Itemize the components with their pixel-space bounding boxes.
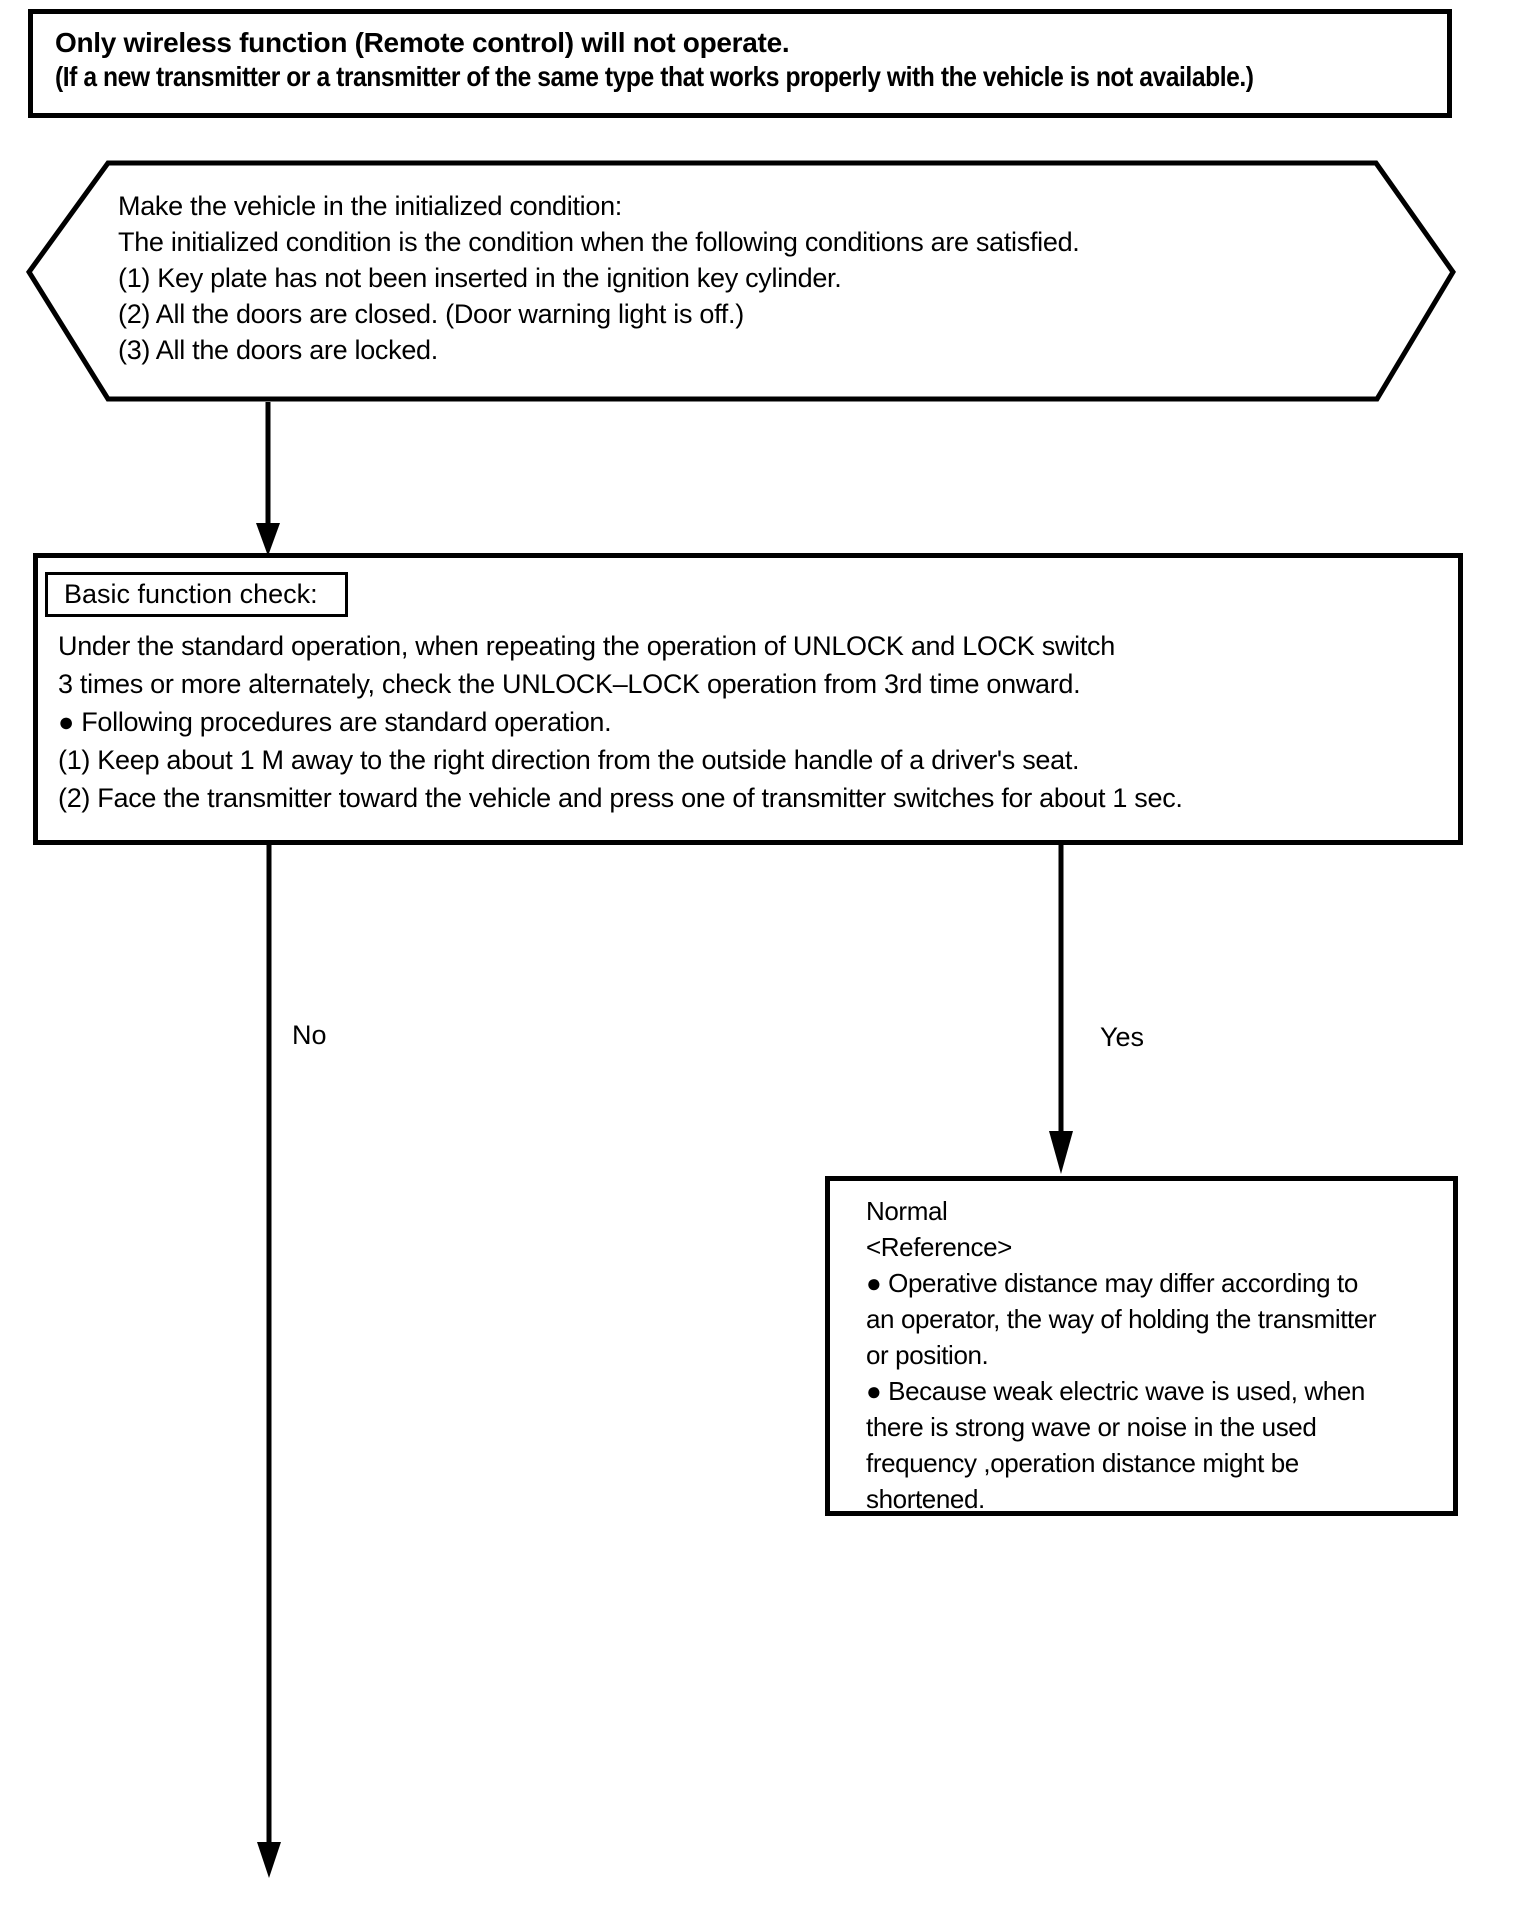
initial-condition-text: Make the vehicle in the initialized cond… [118,188,1080,368]
title-line-1: Only wireless function (Remote control) … [55,27,790,58]
initial-condition-line: The initialized condition is the conditi… [118,227,1080,257]
normal-result-line: shortened. [866,1484,985,1514]
flow-arrow-yes-branch-head [1049,1131,1073,1174]
normal-result-line: frequency ,operation distance might be [866,1448,1299,1478]
title-box: Only wireless function (Remote control) … [28,9,1452,118]
flow-arrow-no-branch-head [257,1842,281,1878]
basic-check-label: Basic function check: [64,579,318,609]
normal-result-text: Normal <Reference> ● Operative distance … [830,1181,1453,1517]
basic-check-line: Under the standard operation, when repea… [58,631,1115,661]
normal-result-line: there is strong wave or noise in the use… [866,1412,1317,1442]
title-line-2: (If a new transmitter or a transmitter o… [55,61,1254,92]
normal-result-line: <Reference> [866,1232,1012,1262]
normal-result-box: Normal <Reference> ● Operative distance … [825,1176,1458,1516]
initial-condition-line: (2) All the doors are closed. (Door warn… [118,299,744,329]
title-box-text: Only wireless function (Remote control) … [33,14,1447,94]
initial-condition-line: (3) All the doors are locked. [118,335,438,365]
initial-condition-line: Make the vehicle in the initialized cond… [118,191,622,221]
normal-result-line: Normal [866,1196,948,1226]
normal-result-line: ● Operative distance may differ accordin… [866,1268,1358,1298]
normal-result-line: an operator, the way of holding the tran… [866,1304,1377,1334]
flow-arrow-to-basic-check-head [256,523,280,556]
basic-check-line: ● Following procedures are standard oper… [58,707,612,737]
normal-result-line: ● Because weak electric wave is used, wh… [866,1376,1365,1406]
basic-check-line: 3 times or more alternately, check the U… [58,669,1081,699]
branch-label-no: No [292,1020,327,1050]
basic-check-label-box: Basic function check: [45,572,348,617]
branch-label-yes: Yes [1100,1022,1145,1052]
normal-result-line: or position. [866,1340,989,1370]
initial-condition-line: (1) Key plate has not been inserted in t… [118,263,842,293]
basic-check-line: (2) Face the transmitter toward the vehi… [58,783,1183,813]
basic-check-text: Under the standard operation, when repea… [58,627,1183,817]
basic-check-line: (1) Keep about 1 M away to the right dir… [58,745,1080,775]
